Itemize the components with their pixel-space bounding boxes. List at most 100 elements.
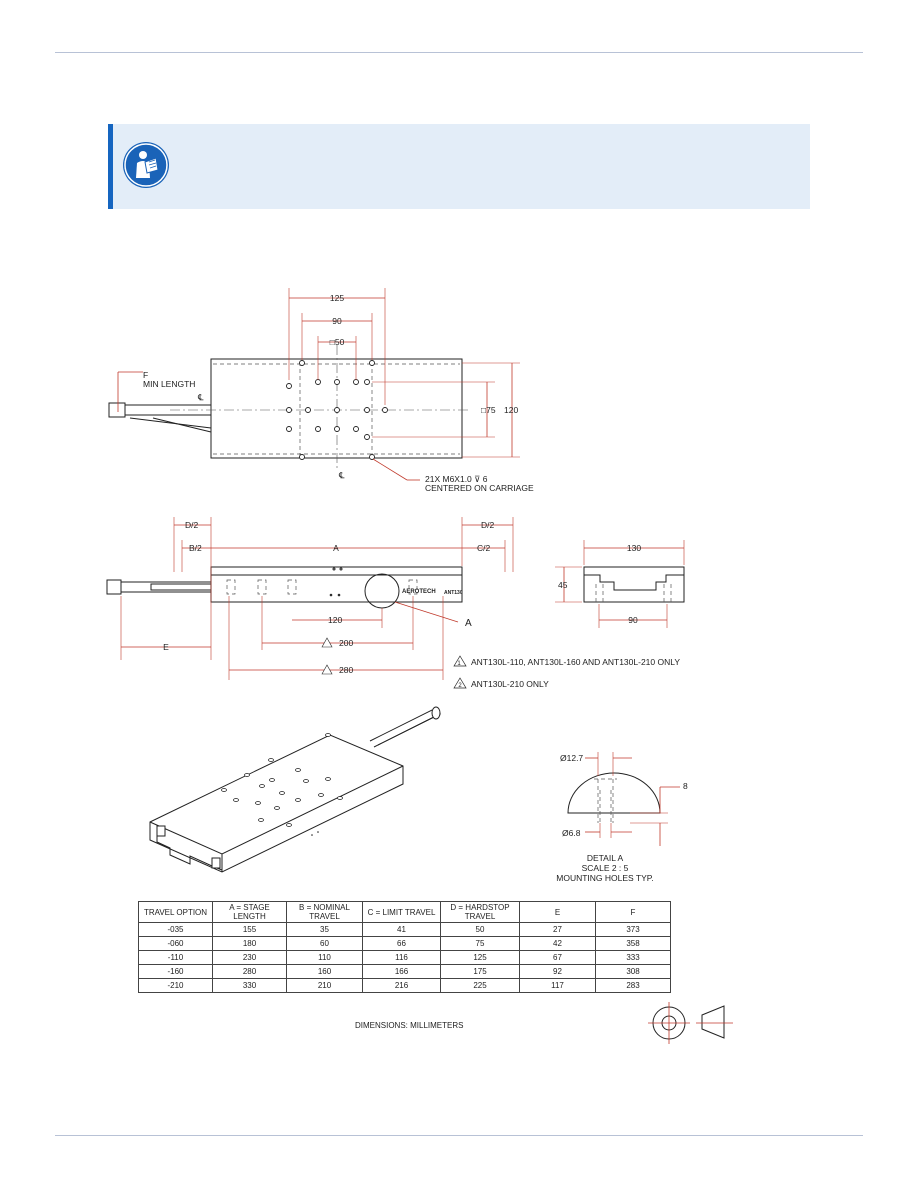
detail-scale: SCALE 2 : 5 <box>582 863 629 873</box>
table-cell: 358 <box>595 936 671 951</box>
table-row: -060 180 60 66 75 42 358 <box>138 936 671 951</box>
table-cell: 155 <box>212 922 287 937</box>
col-header: A = STAGE LENGTH <box>212 901 287 923</box>
table-cell: 60 <box>286 936 363 951</box>
table-cell: -160 <box>138 964 213 979</box>
dim-120-height: 120 <box>504 405 518 415</box>
table-cell: -060 <box>138 936 213 951</box>
col-header: TRAVEL OPTION <box>138 901 213 923</box>
centerline-symbol-vertical: ℄ <box>338 470 345 480</box>
table-cell: 50 <box>440 922 520 937</box>
table-cell: 175 <box>440 964 520 979</box>
table-cell: 42 <box>519 936 596 951</box>
top-view: 125 90 □50 □75 120 F MIN LENGTH ℄ ℄ 21X … <box>108 288 534 493</box>
dim-45: 45 <box>558 580 568 590</box>
table-cell: 125 <box>440 950 520 965</box>
col-header: E <box>519 901 596 923</box>
dim-e: E <box>163 642 169 652</box>
note2-triangle-icon <box>321 664 333 675</box>
table-cell: 92 <box>519 964 596 979</box>
stage-side-outline <box>210 566 463 603</box>
table-cell: 27 <box>519 922 596 937</box>
dim-75: □75 <box>481 405 496 415</box>
detail-dia-6-8: Ø6.8 <box>562 828 581 838</box>
f-label: F <box>143 370 148 380</box>
end-view: 130 45 90 <box>555 540 685 628</box>
table-cell: 210 <box>286 978 363 993</box>
table-cell: 116 <box>362 950 441 965</box>
info-callout <box>108 124 810 209</box>
col-header: F <box>595 901 671 923</box>
table-cell: 333 <box>595 950 671 965</box>
isometric-view <box>149 706 442 873</box>
dim-d2-left: D/2 <box>185 520 199 530</box>
travel-options-table: TRAVEL OPTION A = STAGE LENGTH B = NOMIN… <box>138 901 671 993</box>
hole-note-line2: CENTERED ON CARRIAGE <box>425 483 534 493</box>
table-cell: 280 <box>212 964 287 979</box>
table-cell: 330 <box>212 978 287 993</box>
dim-b2: B/2 <box>189 543 202 553</box>
dim-c2: C/2 <box>477 543 491 553</box>
f-min-length: MIN LENGTH <box>143 379 195 389</box>
table-cell: 75 <box>440 936 520 951</box>
svg-text:1: 1 <box>457 661 461 667</box>
dim-200: 200 <box>339 638 353 648</box>
end-view-outline <box>583 566 685 603</box>
detail-title: DETAIL A <box>587 853 624 863</box>
note2-text: ANT130L-210 ONLY <box>471 679 549 689</box>
dim-125: 125 <box>330 293 344 303</box>
detail-callout-a: A <box>465 618 472 629</box>
table-cell: 66 <box>362 936 441 951</box>
table-cell: 225 <box>440 978 520 993</box>
brand-label: AEROTECH <box>402 589 436 595</box>
table-cell: 216 <box>362 978 441 993</box>
table-cell: 41 <box>362 922 441 937</box>
detail-depth-8: 8 <box>683 781 688 791</box>
table-cell: -210 <box>138 978 213 993</box>
table-row: -160 280 160 166 175 92 308 <box>138 964 671 979</box>
dim-130: 130 <box>627 543 641 553</box>
table-cell: 308 <box>595 964 671 979</box>
table-row: -035 155 35 41 50 27 373 <box>138 922 671 937</box>
detail-a-section <box>567 772 661 814</box>
table-cell: -110 <box>138 950 213 965</box>
col-header: B = NOMINAL TRAVEL <box>286 901 363 923</box>
dim-d2-right: D/2 <box>481 520 495 530</box>
centerline-symbol-horizontal: ℄ <box>197 392 204 402</box>
table-cell: 160 <box>286 964 363 979</box>
model-label: ANT130 <box>444 590 463 596</box>
carriage-outline <box>210 358 463 459</box>
dim-90-end: 90 <box>628 615 638 625</box>
col-header: C = LIMIT TRAVEL <box>362 901 441 923</box>
table-cell: 110 <box>286 950 363 965</box>
note1-text: ANT130L-110, ANT130L-160 AND ANT130L-210… <box>471 657 680 667</box>
table-row: -110 230 110 116 125 67 333 <box>138 950 671 965</box>
table-row: -210 330 210 216 225 117 283 <box>138 978 671 993</box>
table-cell: 35 <box>286 922 363 937</box>
table-cell: 373 <box>595 922 671 937</box>
detail-note: MOUNTING HOLES TYP. <box>556 873 653 883</box>
table-cell: 283 <box>595 978 671 993</box>
table-cell: 117 <box>519 978 596 993</box>
dim-a: A <box>333 543 339 553</box>
footer-rule <box>55 1135 863 1136</box>
side-view: AEROTECH ANT130 A D/2 B/2 A D/2 C/2 120 <box>106 517 680 689</box>
dim-90-top: 90 <box>332 316 342 326</box>
table-cell: 67 <box>519 950 596 965</box>
dimensions-note: DIMENSIONS: MILLIMETERS <box>355 1021 464 1030</box>
read-manual-icon <box>123 142 169 188</box>
note1-triangle-icon <box>321 637 333 648</box>
motor-shaft <box>108 402 126 418</box>
dim-50: □50 <box>330 337 345 347</box>
col-header: D = HARDSTOP TRAVEL <box>440 901 520 923</box>
table-cell: 180 <box>212 936 287 951</box>
svg-text:2: 2 <box>458 683 462 689</box>
table-cell: -035 <box>138 922 213 937</box>
hole-note-line1: 21X M6X1.0 ⊽ 6 <box>425 474 488 484</box>
detail-a: Ø12.7 Ø6.8 8 DETAIL A SCALE 2 : 5 MOUNTI… <box>556 752 688 883</box>
dim-120-mount: 120 <box>328 615 342 625</box>
table-cell: 230 <box>212 950 287 965</box>
dim-280: 280 <box>339 665 353 675</box>
header-rule <box>55 52 863 53</box>
